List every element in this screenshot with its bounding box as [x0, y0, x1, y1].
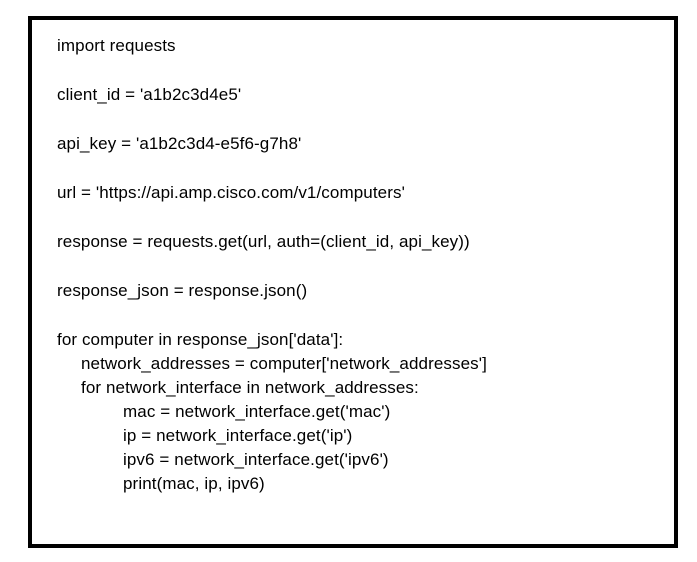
code-frame: import requests client_id = 'a1b2c3d4e5' a…	[28, 16, 678, 548]
code-listing: import requests client_id = 'a1b2c3d4e5' a…	[57, 34, 668, 496]
code-line: network_addresses = computer['network_ad…	[81, 354, 487, 373]
code-line: for computer in response_json['data']:	[57, 330, 344, 349]
code-line: mac = network_interface.get('mac')	[123, 402, 391, 421]
code-line: print(mac, ip, ipv6)	[123, 474, 265, 493]
code-line: response = requests.get(url, auth=(clien…	[57, 232, 470, 251]
code-line: ipv6 = network_interface.get('ipv6')	[123, 450, 389, 469]
code-line: client_id = 'a1b2c3d4e5'	[57, 85, 242, 104]
code-line: response_json = response.json()	[57, 281, 308, 300]
code-line: ip = network_interface.get('ip')	[123, 426, 353, 445]
code-line: import requests	[57, 36, 176, 55]
code-line: for network_interface in network_address…	[81, 378, 419, 397]
code-line: url = 'https://api.amp.cisco.com/v1/comp…	[57, 183, 405, 202]
code-line: api_key = 'a1b2c3d4-e5f6-g7h8'	[57, 134, 302, 153]
